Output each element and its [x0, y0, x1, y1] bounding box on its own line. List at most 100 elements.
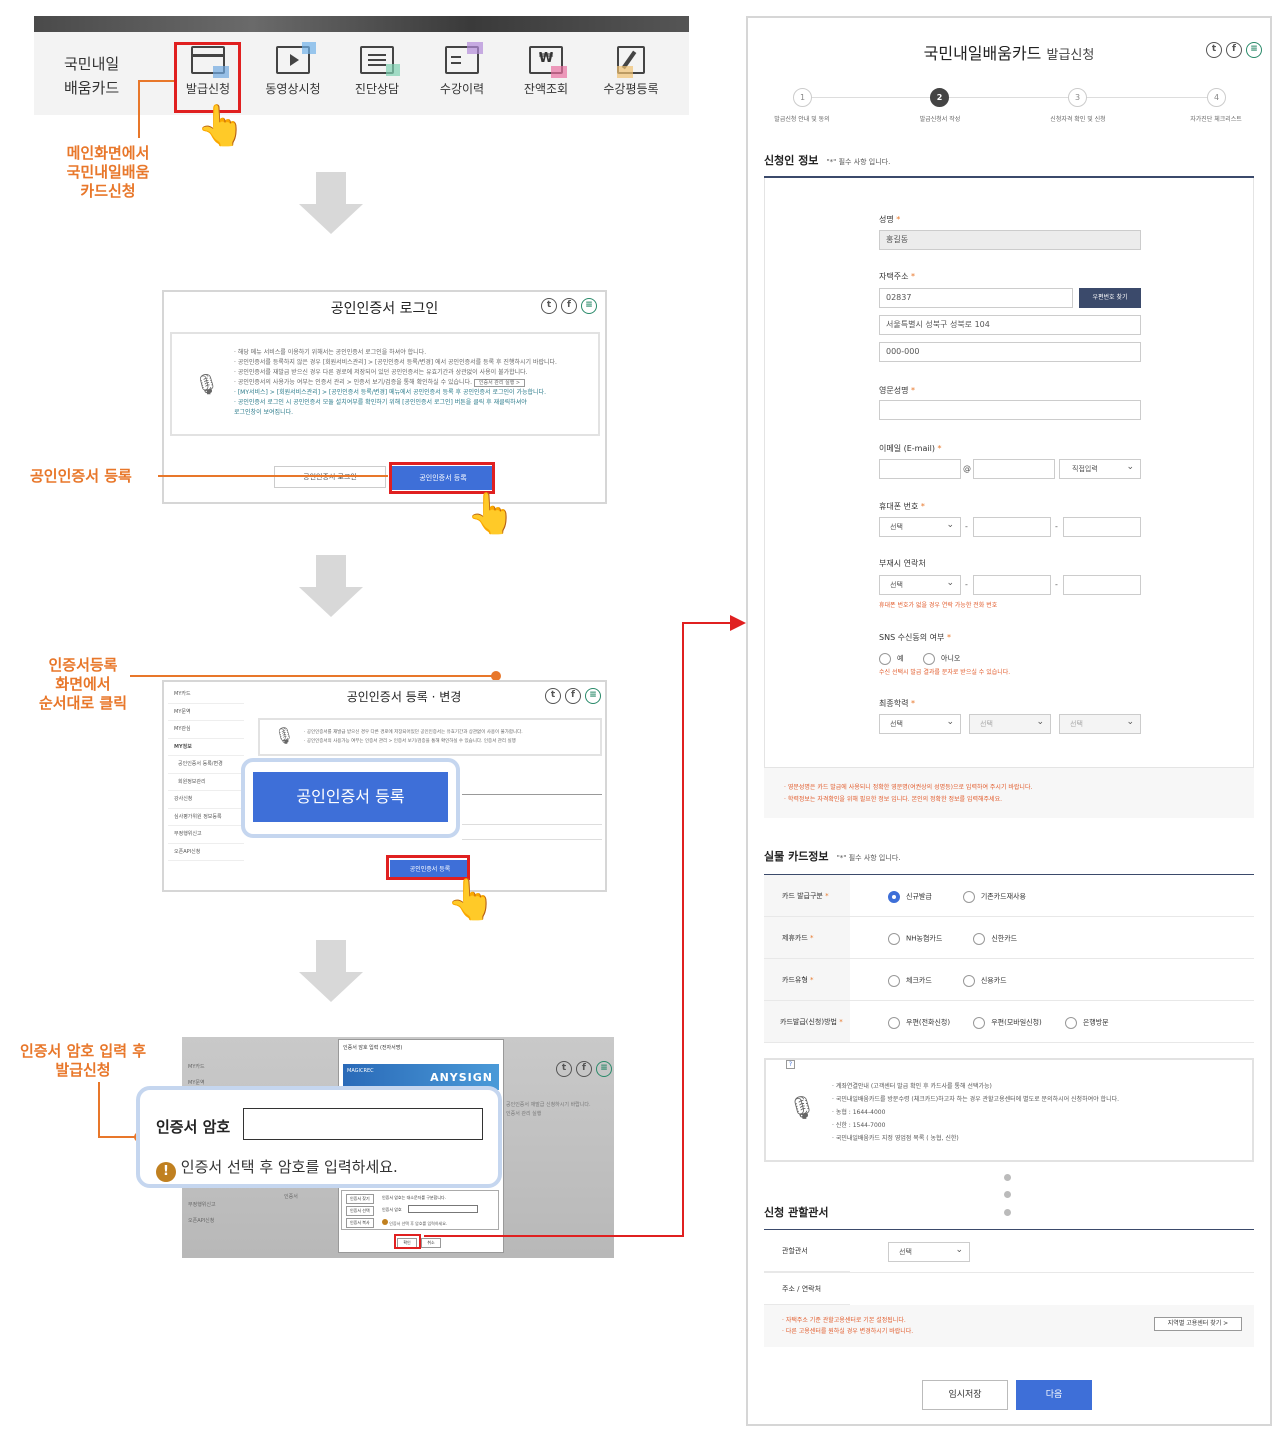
mini-warning-icon	[382, 1219, 388, 1225]
side-menu-item[interactable]: 부정행위신고	[168, 826, 244, 844]
temp-save-button[interactable]: 임시저장	[922, 1380, 1008, 1410]
name-input[interactable]: 홍길동	[879, 230, 1141, 250]
side-menu-item[interactable]: MY정보	[168, 739, 244, 756]
twitter-icon[interactable]: t	[541, 298, 557, 314]
radio-shinhan-card[interactable]: 신한카드	[973, 928, 1017, 947]
alt-phone-middle-input[interactable]	[973, 575, 1051, 595]
cancel-button[interactable]: 취소	[421, 1238, 441, 1248]
twitter-icon[interactable]: t	[556, 1061, 572, 1077]
card-icon	[191, 46, 229, 78]
down-arrow-icon	[299, 587, 363, 617]
step-3: 3	[1068, 88, 1087, 107]
annotation-step4: 인증서 암호 입력 후 발급신청	[19, 1042, 147, 1079]
education-select-2[interactable]: 선택	[969, 713, 1051, 734]
anysign-logo: ANYSIGN	[430, 1071, 493, 1084]
share-icon[interactable]: ≡	[596, 1061, 612, 1077]
password-input[interactable]	[243, 1108, 483, 1140]
side-menu-item[interactable]: 오픈API신청	[168, 844, 244, 861]
alt-phone-prefix-select[interactable]: 선택	[879, 574, 961, 595]
nav-item-video[interactable]: 동영상시청	[253, 42, 333, 97]
nav-item-review[interactable]: 수강평등록	[591, 46, 671, 97]
cert-register-small-button[interactable]: 공인인증서 등록	[390, 860, 470, 880]
side-menu-item[interactable]: 심사평가위원 정보등록	[168, 809, 244, 826]
cert-select-button[interactable]: 인증서 선택	[346, 1206, 374, 1216]
cert-manage-link[interactable]: 인증서 관리 실행 >	[473, 379, 526, 387]
nav-item-consult[interactable]: 진단상담	[337, 46, 417, 97]
pointer-hand-icon: 👆	[196, 103, 246, 149]
email-id-input[interactable]	[879, 459, 961, 479]
next-button[interactable]: 다음	[1016, 1380, 1092, 1410]
brand-title: 국민내일 배움카드	[64, 55, 120, 97]
dash: -	[965, 522, 968, 531]
nav-item-history[interactable]: 수강이력	[422, 42, 502, 97]
office-select[interactable]: 선택	[888, 1241, 970, 1262]
side-menu-item[interactable]: MY카드	[168, 686, 244, 704]
mini-password-input[interactable]	[408, 1205, 478, 1213]
cert-login-button[interactable]: 공인인증서 로그인	[274, 466, 386, 488]
red-connector-line	[424, 1235, 684, 1237]
radio-check-card[interactable]: 체크카드	[888, 970, 932, 989]
share-icon[interactable]: ≡	[581, 298, 597, 314]
cert-copy-button[interactable]: 인증서 복사	[346, 1218, 374, 1228]
twitter-icon[interactable]: t	[545, 688, 561, 704]
step-4-label: 자가진단 체크리스트	[1190, 116, 1242, 123]
share-icon[interactable]: ≡	[1246, 42, 1262, 58]
email-domain-select[interactable]: 직접입력	[1059, 458, 1141, 479]
radio-icon	[888, 890, 900, 903]
facebook-icon[interactable]: f	[1226, 42, 1242, 58]
radio-nh-card[interactable]: NH농협카드	[888, 928, 942, 947]
bg-side-item: 오픈API신청	[188, 1218, 215, 1224]
cert-find-button[interactable]: 인증서 찾기	[346, 1194, 374, 1204]
zip-input[interactable]: 02837	[879, 288, 1073, 308]
cert-register-big-button[interactable]: 공인인증서 등록	[253, 772, 448, 822]
sns-yes-radio[interactable]: 예	[879, 648, 903, 667]
help-icon[interactable]: ?	[786, 1060, 795, 1069]
alt-phone-label: 부재시 연락처	[879, 559, 926, 568]
cert-register-button[interactable]: 공인인증서 등록	[392, 466, 494, 490]
facebook-icon[interactable]: f	[565, 688, 581, 704]
top-navigation: 국민내일 배움카드 발급신청 동영상시청 진단상담 수강이력 ₩ 잔액조회 수강…	[34, 16, 689, 115]
alt-phone-last-input[interactable]	[1063, 575, 1141, 595]
education-select-1[interactable]: 선택	[879, 713, 961, 734]
mobile-prefix-select[interactable]: 선택	[879, 516, 961, 537]
english-name-input[interactable]	[879, 400, 1141, 420]
radio-mail-phone[interactable]: 우편(전화신청)	[888, 1012, 950, 1031]
nav-item-issue[interactable]: 발급신청	[168, 46, 248, 97]
my-service-side-menu: MY카드 MY문역 MY관심 MY정보 공인인증서 등록/변경 회원정보관리 강…	[168, 686, 244, 861]
education-select-3[interactable]: 선택	[1059, 713, 1141, 734]
side-menu-item[interactable]: MY문역	[168, 704, 244, 721]
side-menu-item[interactable]: 강사신청	[168, 791, 244, 809]
email-domain-input[interactable]	[973, 459, 1055, 479]
radio-new-issue[interactable]: 신규발급	[888, 886, 932, 905]
radio-credit-card[interactable]: 신용카드	[962, 970, 1007, 989]
email-label: 이메일 (E-mail) *	[879, 444, 942, 453]
side-menu-item[interactable]: MY관심	[168, 721, 244, 739]
step-line	[802, 97, 1216, 98]
sns-no-radio[interactable]: 아니오	[923, 648, 960, 667]
address2-input[interactable]: 000-000	[879, 342, 1141, 362]
twitter-icon[interactable]: t	[1206, 42, 1222, 58]
radio-reuse-card[interactable]: 기존카드재사용	[962, 886, 1026, 905]
panel-title: 공인인증서 로그인	[330, 301, 439, 317]
step-1-label: 발급신청 안내 및 동의	[774, 116, 830, 123]
facebook-icon[interactable]: f	[576, 1061, 592, 1077]
highlight-register-box	[389, 462, 495, 494]
mobile-middle-input[interactable]	[973, 517, 1051, 537]
facebook-icon[interactable]: f	[561, 298, 577, 314]
find-center-button[interactable]: 지역별 고용센터 찾기 >	[1154, 1317, 1242, 1331]
radio-bank-visit[interactable]: 은행방문	[1064, 1012, 1109, 1031]
partner-card-label: 제휴카드 *	[764, 917, 850, 959]
address1-input[interactable]: 서울특별시 성북구 성북로 104	[879, 315, 1141, 335]
share-icon[interactable]: ≡	[585, 688, 601, 704]
side-menu-item[interactable]: 회원정보관리	[168, 774, 244, 791]
nav-item-balance[interactable]: ₩ 잔액조회	[506, 46, 586, 97]
mobile-last-input[interactable]	[1063, 517, 1141, 537]
monitor-play-icon	[276, 42, 316, 74]
zip-search-button[interactable]: 우편번호 찾기	[1079, 288, 1141, 308]
radio-mail-mobile[interactable]: 우편(모바일신청)	[973, 1012, 1042, 1031]
cert-register-notice-box: 🎙 · 공인인증서를 재발급 받으신 경우 다른 경로에 저장되어있던 공인인증…	[258, 718, 602, 756]
side-menu-item-cert[interactable]: 공인인증서 등록/변경	[168, 756, 244, 774]
